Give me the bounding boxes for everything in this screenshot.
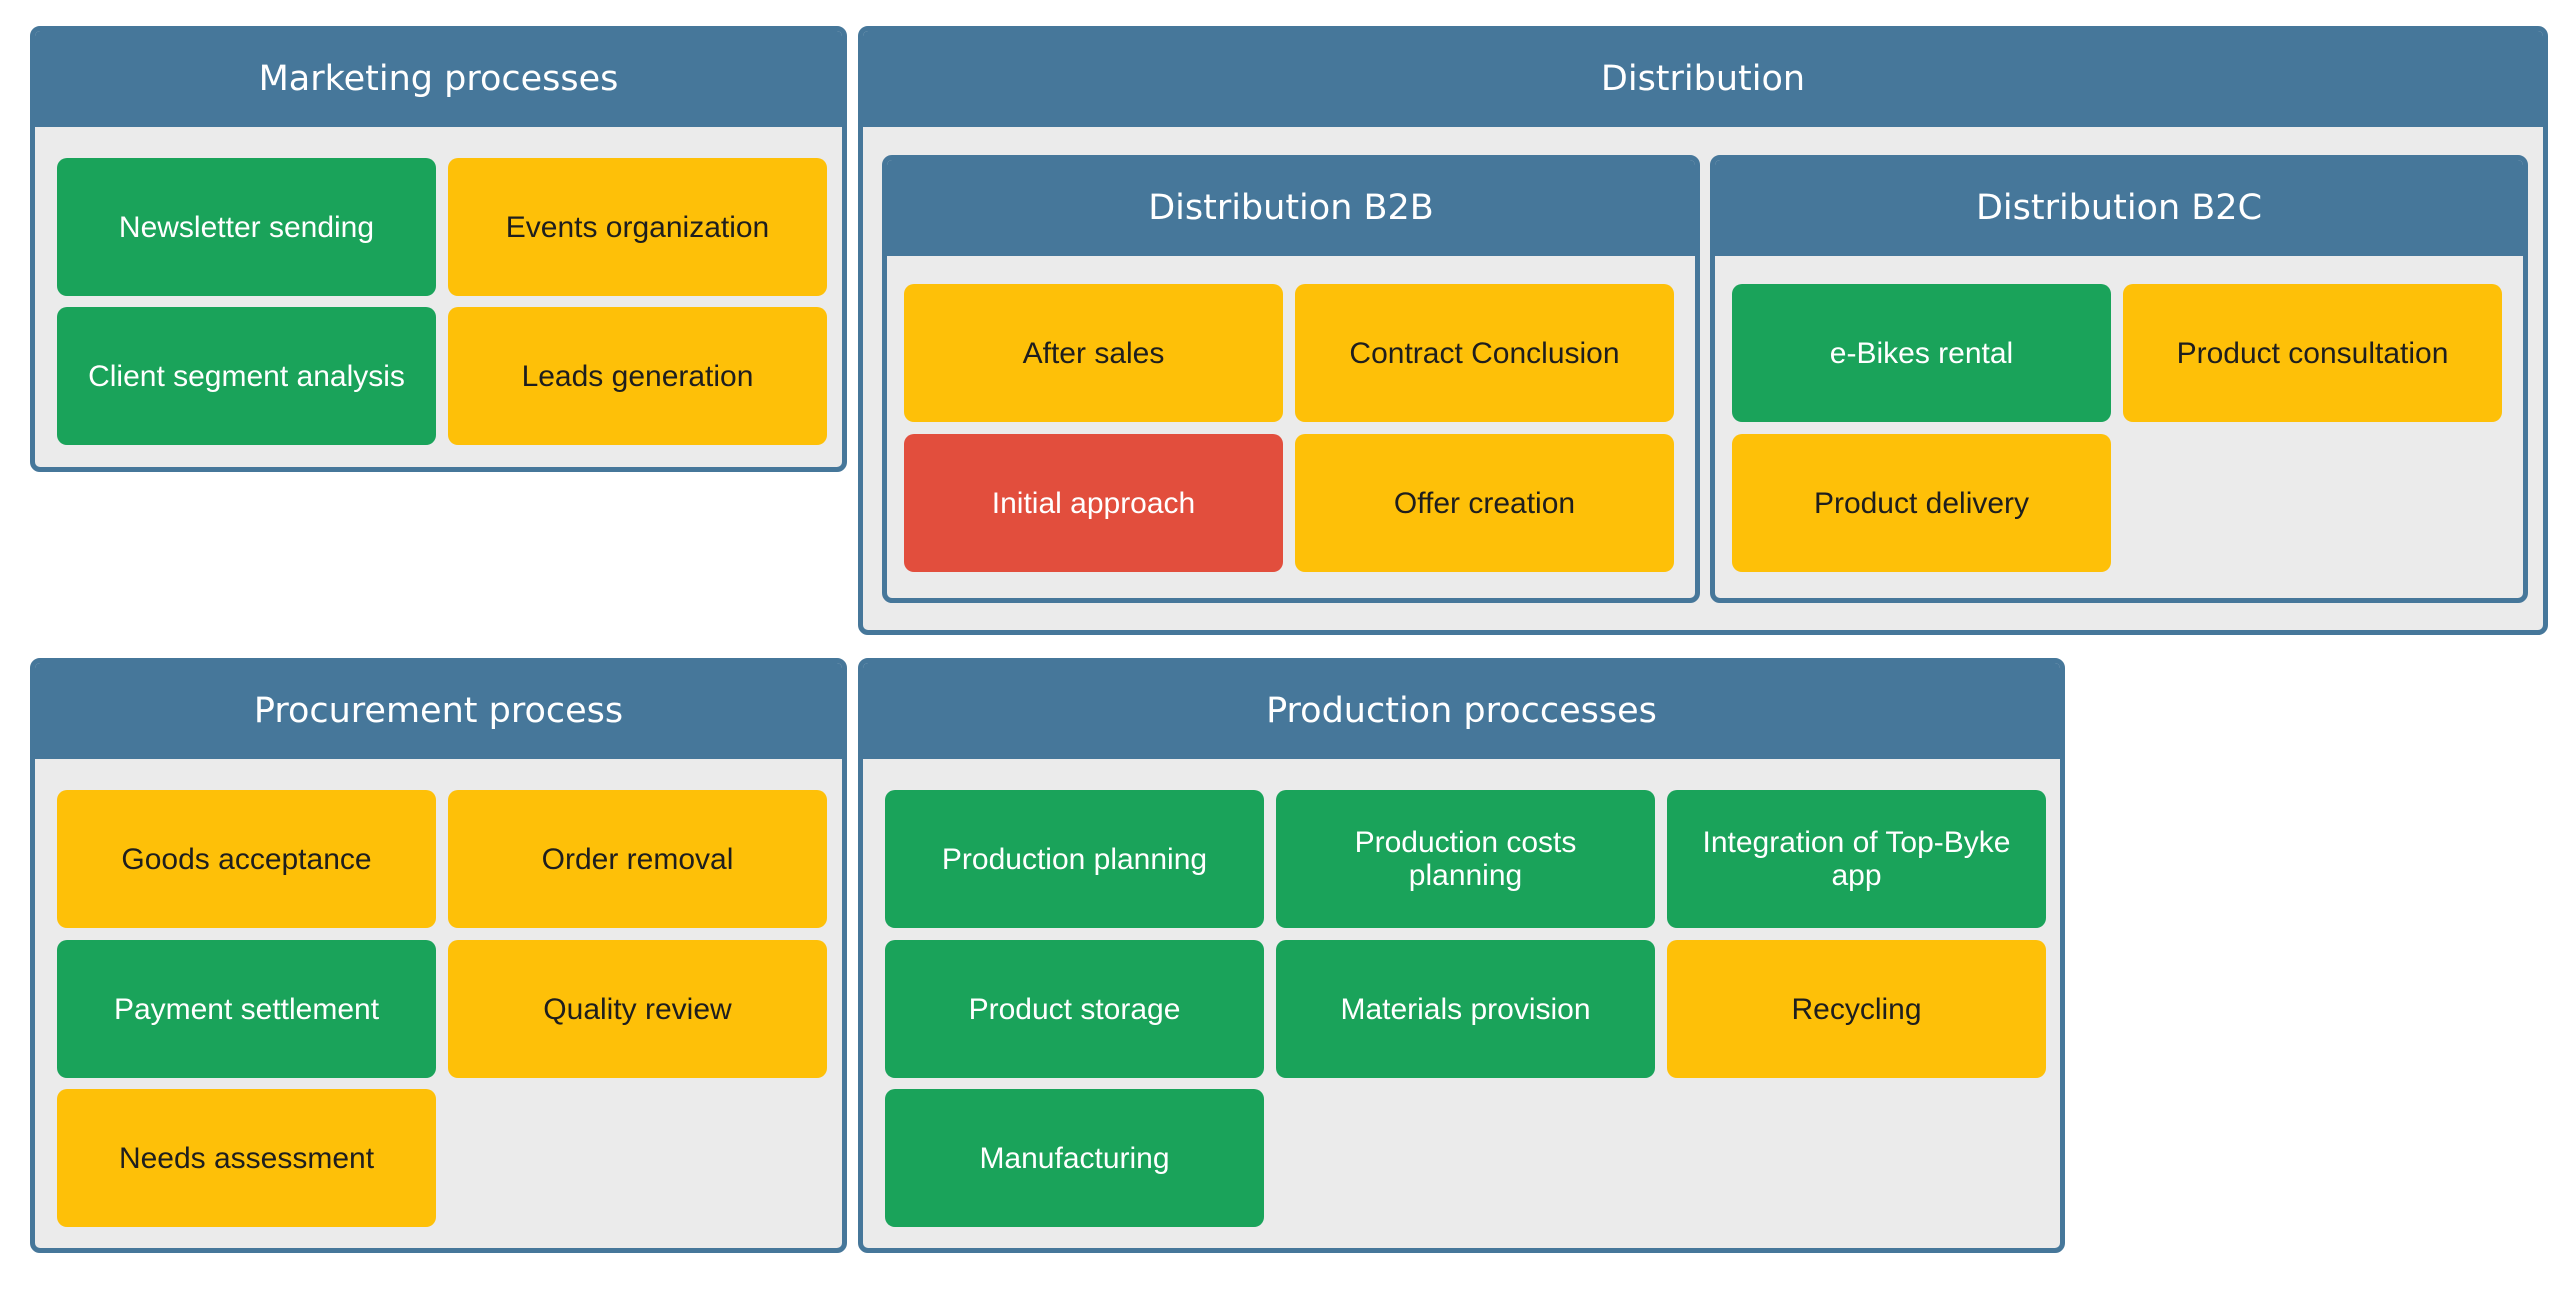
distribution-b2b-group: Distribution B2B After sales Contract Co… — [882, 155, 1700, 603]
process-tile[interactable]: Manufacturing — [885, 1089, 1264, 1227]
group-title: Distribution — [863, 31, 2543, 127]
process-tile[interactable]: Order removal — [448, 790, 827, 928]
marketing-processes-group: Marketing processes Newsletter sending E… — [30, 26, 847, 472]
process-tile[interactable]: Initial approach — [904, 434, 1283, 572]
process-tile[interactable]: Quality review — [448, 940, 827, 1078]
group-title: Distribution B2C — [1715, 160, 2523, 256]
process-tile[interactable]: Contract Conclusion — [1295, 284, 1674, 422]
group-title: Marketing processes — [35, 31, 842, 127]
group-title: Production proccesses — [863, 663, 2060, 759]
process-tile[interactable]: Product storage — [885, 940, 1264, 1078]
process-tile[interactable]: Newsletter sending — [57, 158, 436, 296]
process-tile[interactable]: Recycling — [1667, 940, 2046, 1078]
process-tile[interactable]: Production costs planning — [1276, 790, 1655, 928]
process-tile[interactable]: Client segment analysis — [57, 307, 436, 445]
group-title: Procurement process — [35, 663, 842, 759]
process-tile[interactable]: After sales — [904, 284, 1283, 422]
process-tile[interactable]: Offer creation — [1295, 434, 1674, 572]
process-tile[interactable]: Integration of Top-Byke app — [1667, 790, 2046, 928]
process-tile[interactable]: Goods acceptance — [57, 790, 436, 928]
process-tile[interactable]: Materials provision — [1276, 940, 1655, 1078]
distribution-group: Distribution Distribution B2B After sale… — [858, 26, 2548, 635]
process-tile[interactable]: Product consultation — [2123, 284, 2502, 422]
procurement-process-group: Procurement process Goods acceptance Ord… — [30, 658, 847, 1253]
process-tile[interactable]: e-Bikes rental — [1732, 284, 2111, 422]
process-tile[interactable]: Needs assessment — [57, 1089, 436, 1227]
production-processes-group: Production proccesses Production plannin… — [858, 658, 2065, 1253]
process-tile[interactable]: Product delivery — [1732, 434, 2111, 572]
distribution-b2c-group: Distribution B2C e-Bikes rental Product … — [1710, 155, 2528, 603]
process-tile[interactable]: Leads generation — [448, 307, 827, 445]
process-tile[interactable]: Payment settlement — [57, 940, 436, 1078]
process-tile[interactable]: Events organization — [448, 158, 827, 296]
group-title: Distribution B2B — [887, 160, 1695, 256]
process-tile[interactable]: Production planning — [885, 790, 1264, 928]
